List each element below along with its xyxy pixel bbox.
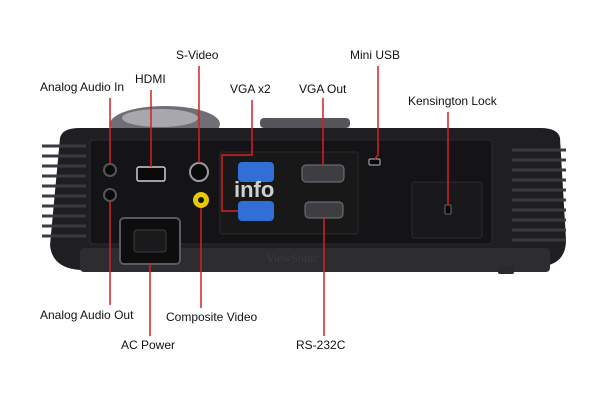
label-analog-audio-in: Analog Audio In <box>40 80 125 94</box>
label-mini-usb: Mini USB <box>350 48 401 62</box>
mini-usb-port <box>368 158 381 166</box>
left-vent-grille <box>42 144 86 238</box>
ac-power-pins <box>133 229 167 253</box>
label-s-video: S-Video <box>176 48 219 62</box>
vga-out-port <box>301 164 345 183</box>
leader-vga-x2 <box>221 100 253 212</box>
analog-audio-out-jack <box>103 188 117 202</box>
label-composite-video: Composite Video <box>166 310 258 324</box>
label-analog-audio-out: Analog Audio Out <box>40 308 134 322</box>
label-vga-out: VGA Out <box>299 82 347 96</box>
right-vent-grille <box>512 148 566 242</box>
leader-lines <box>109 66 449 336</box>
brand-emboss: ViewSonic <box>266 251 319 265</box>
hdmi-port <box>136 166 166 182</box>
leader-mini-usb <box>374 66 379 160</box>
label-ac-power: AC Power <box>121 338 176 352</box>
label-vga-x2: VGA x2 <box>230 82 271 96</box>
watermark-text: info <box>234 177 274 202</box>
composite-video-core <box>198 197 204 203</box>
projector-lens-highlight <box>122 109 198 127</box>
label-hdmi: HDMI <box>135 72 166 86</box>
rs-232c-port <box>304 201 344 219</box>
vga-in-1-port <box>238 162 274 182</box>
vga-in-2-port <box>238 201 274 221</box>
kensington-lock-slot <box>444 204 452 215</box>
label-rs-232c: RS-232C <box>296 338 346 352</box>
projector-top-ridge <box>260 118 350 128</box>
s-video-port <box>189 162 209 182</box>
projector-base <box>80 248 550 272</box>
analog-audio-in-jack <box>103 163 117 177</box>
label-kensington-lock: Kensington Lock <box>408 94 497 108</box>
projector-foot <box>498 266 514 274</box>
